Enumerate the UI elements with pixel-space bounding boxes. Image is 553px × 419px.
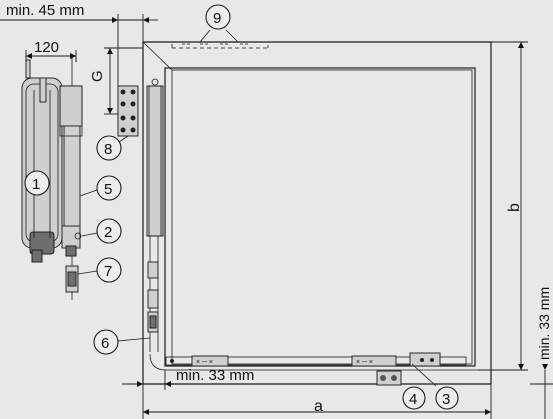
motor-unit xyxy=(21,55,77,263)
dim-min33-horizontal: min. 33 mm xyxy=(122,367,290,419)
drive-rod-left xyxy=(146,78,164,352)
inner-window-frame xyxy=(149,67,478,371)
svg-text:4: 4 xyxy=(409,391,417,408)
label-g: G xyxy=(89,70,106,82)
dim-b: b xyxy=(478,41,528,371)
callout-1: 1 xyxy=(24,170,50,196)
dim-min33-vertical: min. 33 mm xyxy=(530,287,553,419)
callout-8: 8 xyxy=(96,135,129,161)
dim-g: G xyxy=(89,47,143,115)
dim-120: 120 xyxy=(25,39,77,62)
drive-rod-bottom: × ─ × × ─ × xyxy=(165,352,467,367)
label-b: b xyxy=(506,203,523,212)
dim-a: a xyxy=(143,384,492,419)
svg-text:8: 8 xyxy=(104,141,112,158)
label-min33-vertical: min. 33 mm xyxy=(536,287,552,360)
svg-text:× ─ ×: × ─ × xyxy=(196,359,213,366)
bottom-bracket xyxy=(376,370,402,386)
svg-text:9: 9 xyxy=(213,10,221,27)
svg-text:6: 6 xyxy=(101,335,109,352)
callout-7: 7 xyxy=(77,257,122,283)
svg-text:5: 5 xyxy=(104,181,112,198)
callout-4: 4 xyxy=(402,386,426,410)
actuator xyxy=(59,56,83,300)
svg-text:2: 2 xyxy=(104,224,112,241)
label-min45: min. 45 mm xyxy=(6,2,84,19)
dashed-top-part xyxy=(171,41,269,49)
callout-3: 3 xyxy=(411,363,459,410)
svg-text:× ─ ×: × ─ × xyxy=(356,359,373,366)
svg-text:1: 1 xyxy=(32,176,40,193)
label-a: a xyxy=(314,398,323,415)
outer-frame xyxy=(142,41,492,385)
label-120: 120 xyxy=(34,39,59,56)
svg-text:3: 3 xyxy=(442,391,450,408)
label-min33-horizontal: min. 33 mm xyxy=(176,367,254,384)
callout-2: 2 xyxy=(81,218,122,244)
callout-5: 5 xyxy=(79,175,122,201)
callout-9: 9 xyxy=(199,4,239,43)
svg-text:7: 7 xyxy=(104,263,112,280)
hinge-plate xyxy=(117,85,139,137)
callout-6: 6 xyxy=(93,329,151,355)
dim-min45: min. 45 mm xyxy=(0,2,158,86)
